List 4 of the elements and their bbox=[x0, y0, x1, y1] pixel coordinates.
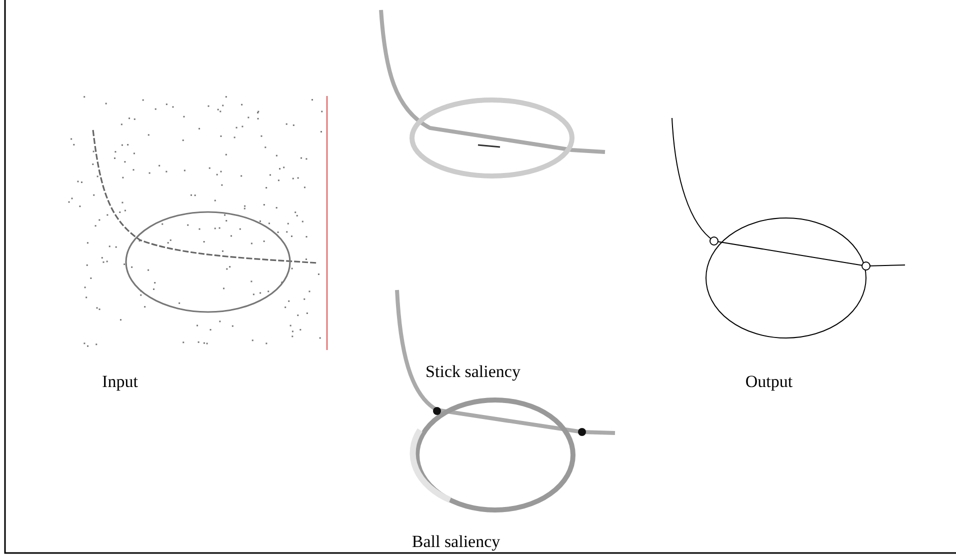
panel-caption: Stick saliency bbox=[426, 362, 520, 382]
panel-caption: Output bbox=[745, 372, 793, 392]
panel-caption: Input bbox=[102, 372, 138, 392]
panel-caption: Ball saliency bbox=[412, 532, 500, 552]
